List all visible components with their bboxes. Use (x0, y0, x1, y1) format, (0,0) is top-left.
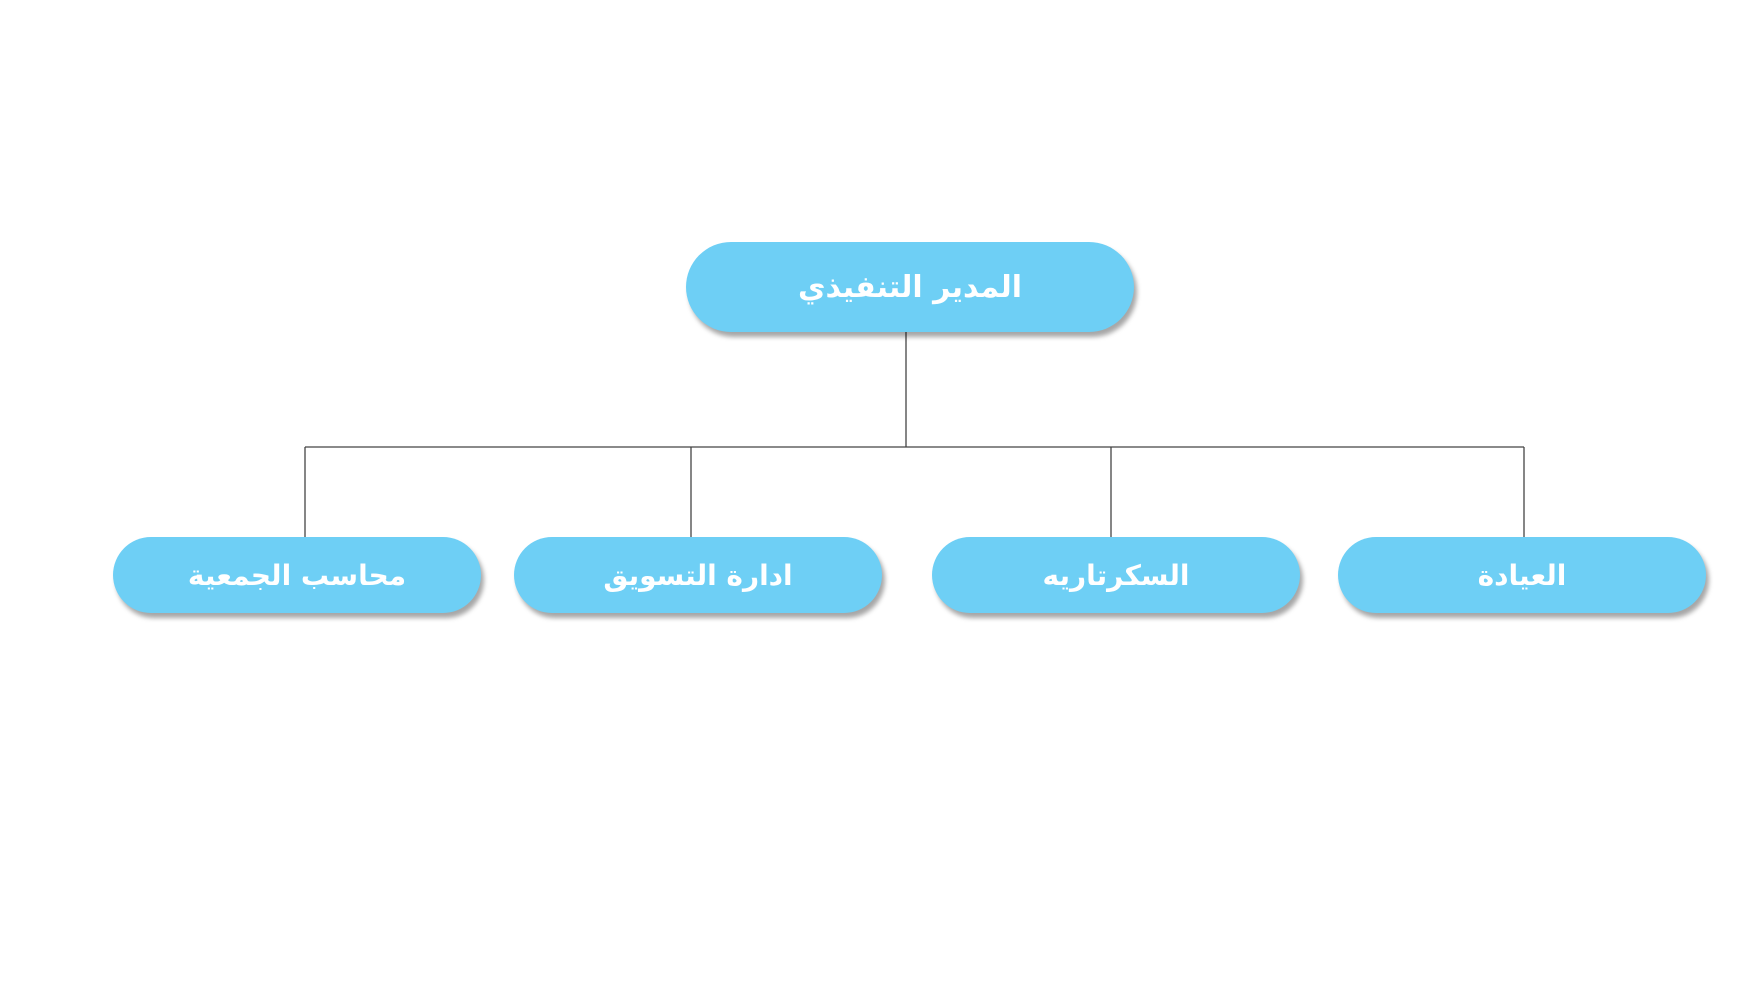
node-executive-director: المدير التنفيذي (686, 242, 1134, 332)
node-secretariat: السكرتاريه (932, 537, 1300, 613)
node-executive-director-label: المدير التنفيذي (797, 269, 1023, 305)
node-secretariat-label: السكرتاريه (1042, 558, 1190, 592)
node-association-accountant-label: محاسب الجمعية (187, 558, 407, 592)
node-clinic: العيادة (1338, 537, 1706, 613)
node-marketing-department-label: ادارة التسويق (603, 558, 793, 592)
node-marketing-department: ادارة التسويق (514, 537, 882, 613)
node-clinic-label: العيادة (1477, 558, 1567, 592)
node-association-accountant: محاسب الجمعية (113, 537, 481, 613)
